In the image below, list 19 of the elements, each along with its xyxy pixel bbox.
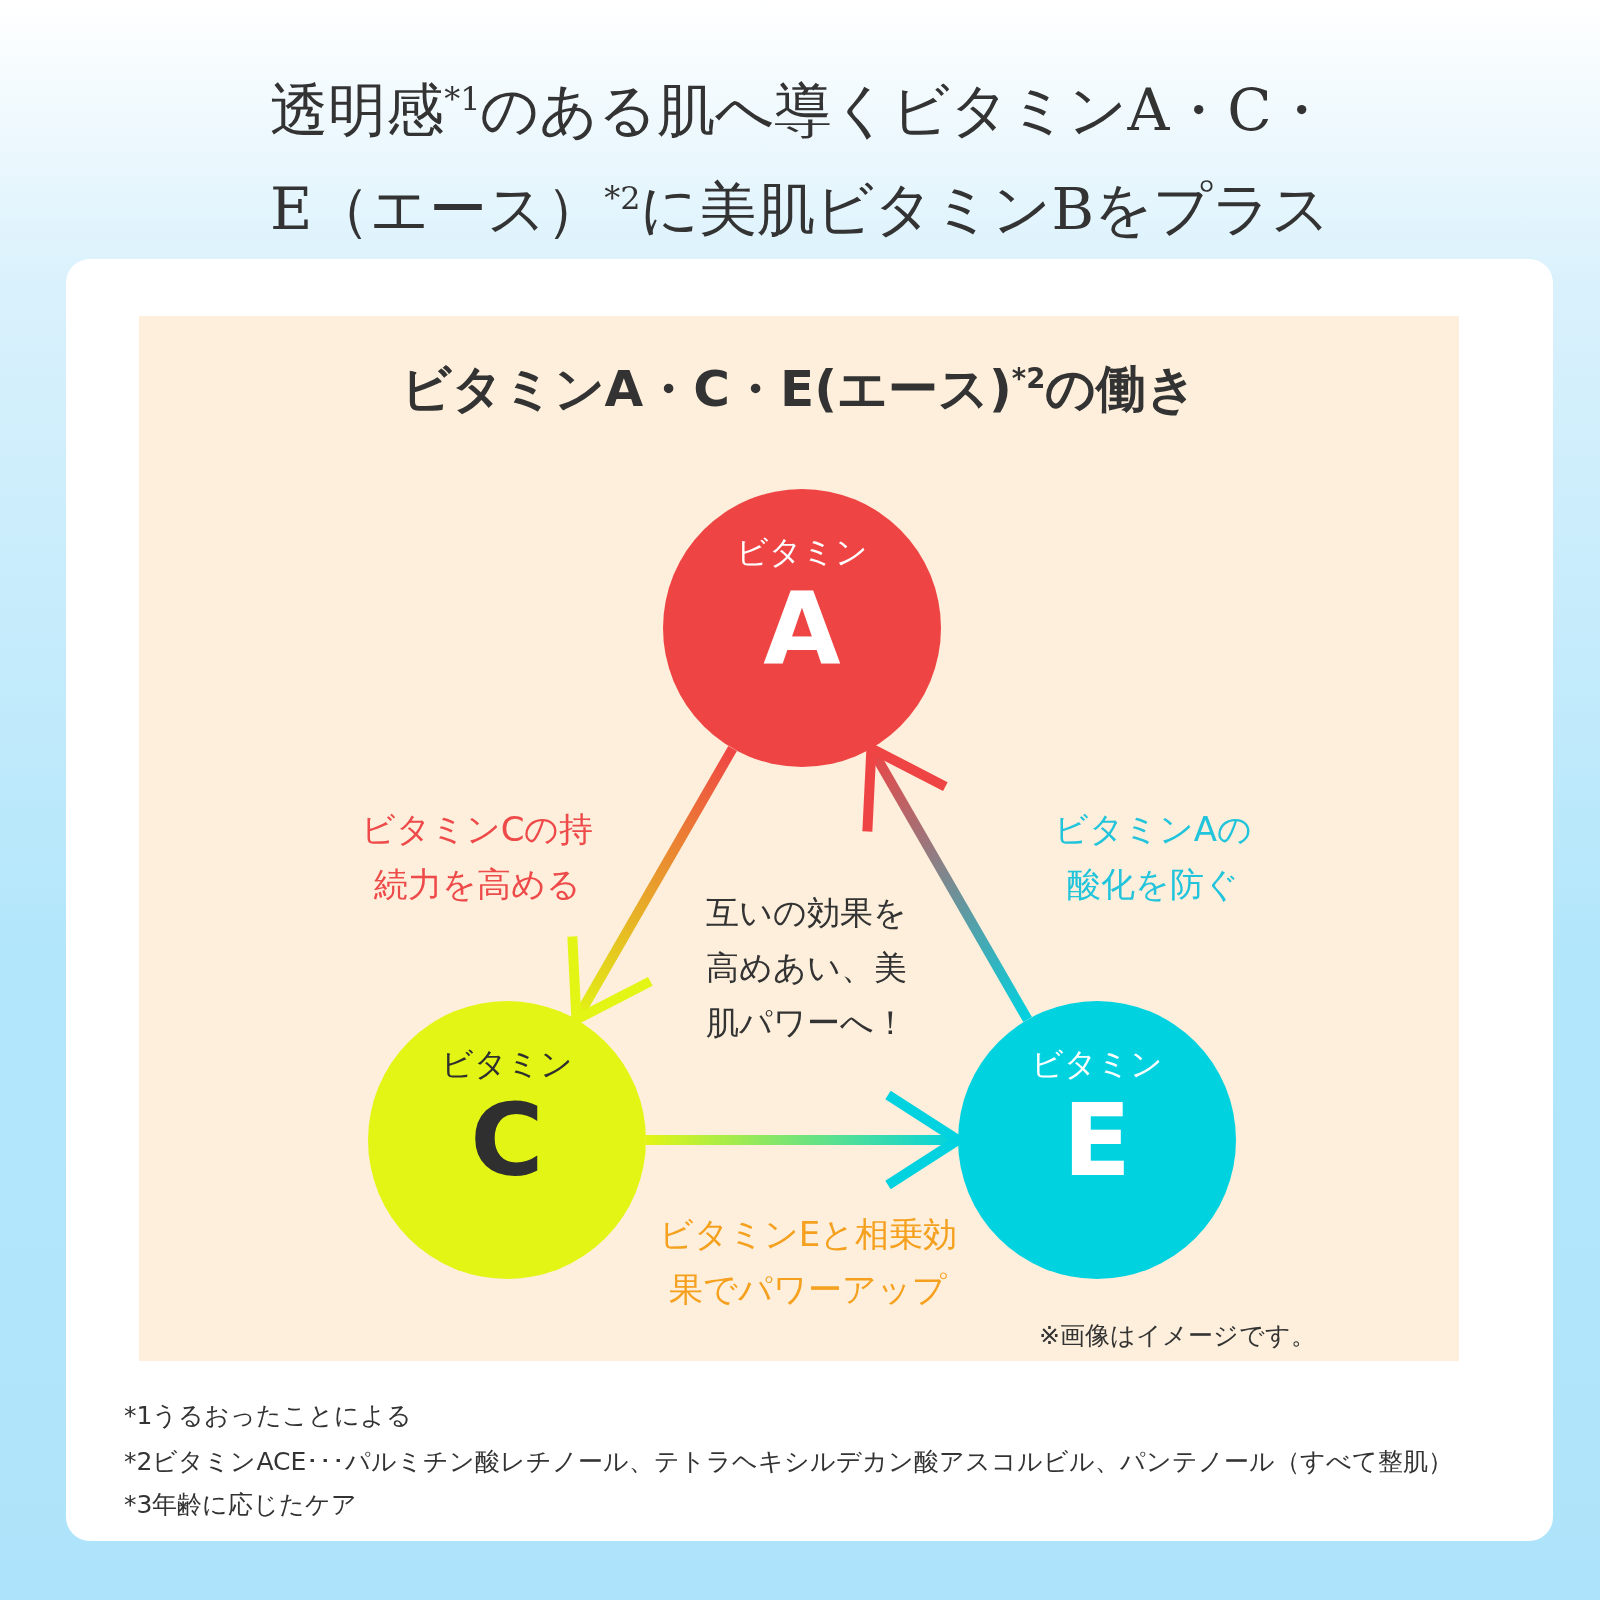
center-note: 互いの効果を高めあい、美肌パワーへ！ [704, 891, 908, 1044]
edge-label: ビタミンCの持続力を高める [359, 808, 595, 906]
arrow [862, 743, 1032, 1023]
diagram-panel [139, 316, 1459, 1361]
footnote: *1うるおったことによる [124, 1400, 414, 1432]
edge-label: ビタミンEと相乗効果でパワーアップ [657, 1213, 959, 1311]
vitamin-letter: A [762, 571, 842, 686]
edge-label: ビタミンAの酸化を防ぐ [1052, 808, 1254, 906]
arrow [567, 745, 737, 1025]
vitamin-letter: E [1061, 1083, 1133, 1198]
image-note: ※画像はイメージです。 [1038, 1320, 1316, 1352]
circle-label: ビタミン [735, 534, 869, 571]
panel-heading: ビタミンA・C・E(エース)$^{*2}$の働き [399, 359, 1199, 420]
footnote: *3年齢に応じたケア [124, 1489, 359, 1521]
circle-label: ビタミン [440, 1046, 574, 1083]
circle-label: ビタミン [1030, 1046, 1164, 1083]
title: 透明感$^{*1}$のある肌へ導くビタミンA・C・E（エース）$^{*2}$に美肌ビタミンBをプラス [268, 75, 1332, 246]
vitamin-letter: C [469, 1083, 545, 1198]
footnote: *2ビタミンACE･･･パルミチン酸レチノール、テトラヘキシルデカン酸アスコルビル、パンテノール（すべて整肌） [124, 1446, 1455, 1478]
